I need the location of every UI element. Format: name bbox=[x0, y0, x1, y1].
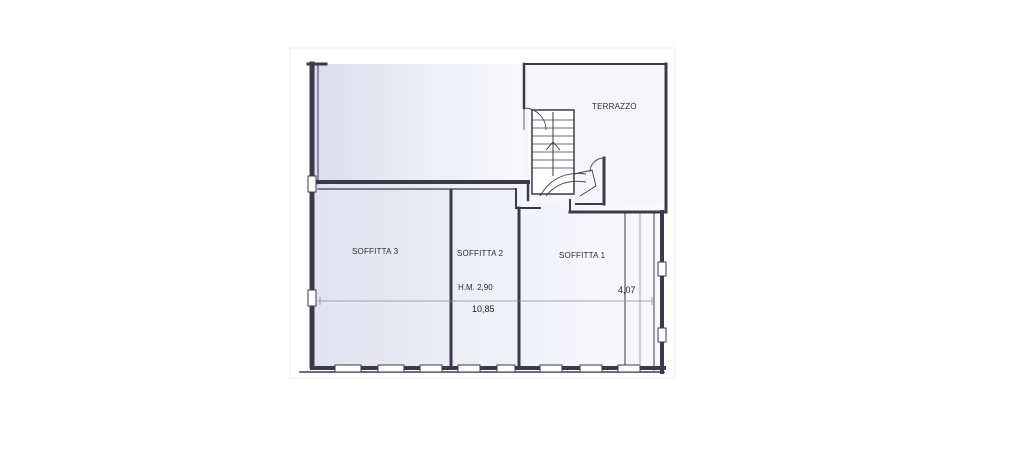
width-dimension: 10,85 bbox=[472, 304, 495, 314]
walls bbox=[299, 61, 668, 374]
height-label: H.M. 2,90 bbox=[458, 283, 493, 292]
windows-left bbox=[307, 175, 317, 307]
plan-frame bbox=[289, 47, 676, 379]
staircase bbox=[531, 109, 597, 197]
room-label-soffitta-1: SOFFITTA 1 bbox=[559, 251, 606, 260]
dimension-lines bbox=[318, 214, 654, 366]
windows-right bbox=[657, 261, 667, 343]
door-swings bbox=[523, 107, 605, 173]
room-label-terrazzo: TERRAZZO bbox=[592, 102, 637, 111]
room-label-soffitta-3: SOFFITTA 3 bbox=[352, 247, 399, 256]
depth-dimension: 4,07 bbox=[618, 285, 636, 295]
room-label-soffitta-2: SOFFITTA 2 bbox=[457, 249, 504, 258]
windows-bottom bbox=[334, 364, 641, 373]
floor-tint bbox=[312, 64, 666, 368]
